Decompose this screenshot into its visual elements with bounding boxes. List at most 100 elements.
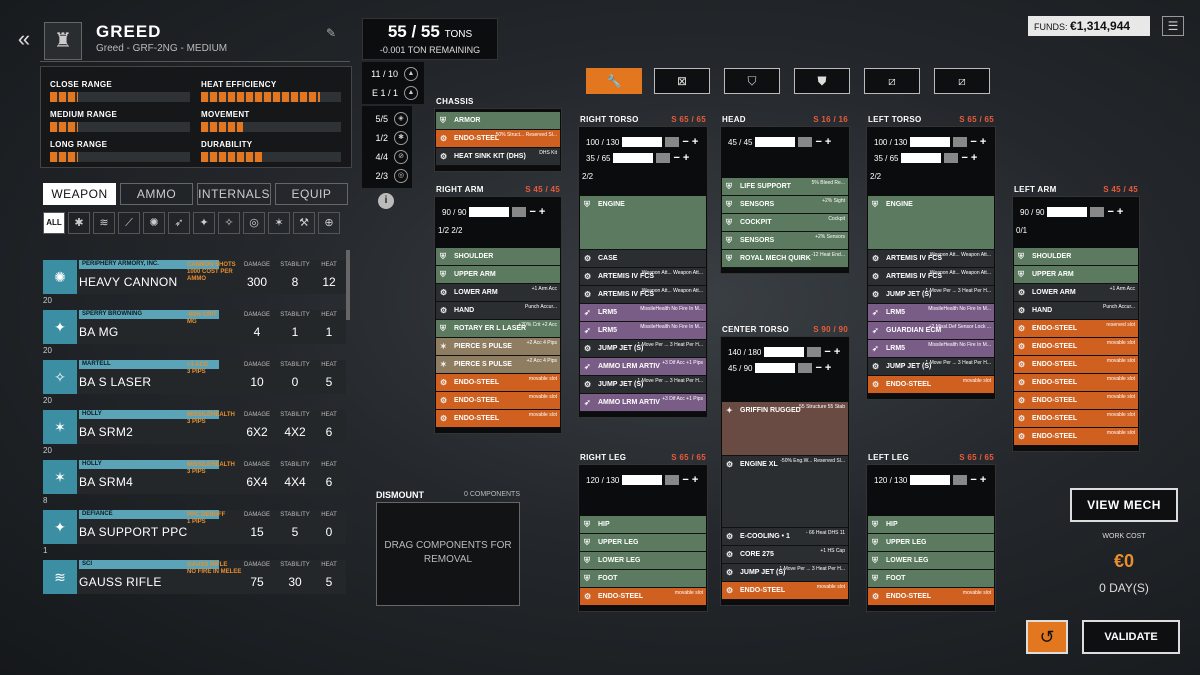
slot-item[interactable]: ⛨SENSORS+2% Sight [722,196,848,214]
dismount-dropzone[interactable]: DRAG COMPONENTS FOR REMOVAL [376,502,520,606]
slot-item[interactable]: ⛨LOWER LEG [580,552,706,570]
armor-row[interactable]: 90 / 90−+ [442,206,546,218]
info-icon[interactable]: i [378,193,394,209]
slot-item[interactable]: ⚙CORE 275+1 HS Cap [722,546,848,564]
armor-row[interactable]: 120 / 130−+ [874,474,987,486]
plus-icon[interactable]: + [691,474,699,486]
filter-target-icon[interactable]: ◎ [243,212,265,234]
strip-all-icon[interactable]: ⧄ [864,68,920,94]
armor-row[interactable]: 90 / 90−+ [1020,206,1124,218]
minus-icon[interactable]: − [970,136,977,148]
minus-icon[interactable]: − [815,136,822,148]
filter-laser-icon[interactable]: ⟋ [118,212,140,234]
slot-item[interactable]: ✶PIERCE S PULSE+2 Acc 4 Pips [436,356,560,374]
armor-row[interactable]: 35 / 65−+ [874,152,978,164]
filter-support-icon[interactable]: ✦ [193,212,215,234]
slot-item[interactable]: ⛨FOOT [580,570,706,588]
filter-artillery-icon[interactable]: ⚒ [293,212,315,234]
plus-icon[interactable]: + [824,136,832,148]
slot-item[interactable]: ⛨SHOULDER [436,248,560,266]
slot-item[interactable]: ⚙JUMP JET (S)1 Move Per ... 3 Heat Per H… [722,564,848,582]
slot-item[interactable]: ⛨HIP [580,516,706,534]
tab-weapon[interactable]: WEAPON [43,183,117,205]
list-item[interactable]: ✺ PERIPHERY ARMORY, INC. HEAVY CANNON CA… [43,240,346,294]
tab-internals[interactable]: INTERNALS [197,183,271,205]
armor-row[interactable]: 45 / 45−+ [728,136,832,148]
view-mech-button[interactable]: VIEW MECH [1070,488,1178,522]
edit-icon[interactable]: ✎ [326,26,337,40]
minus-icon[interactable]: − [961,152,968,164]
filter-flamer-icon[interactable]: ✧ [218,212,240,234]
slot-item[interactable]: ⚙CASE [580,250,706,268]
plus-icon[interactable]: + [1116,206,1124,218]
strip-armor-icon[interactable]: ⊠ [654,68,710,94]
slot-item[interactable]: ⚙E-COOLING • 1- 66 Heat DHS 11 [722,528,848,546]
slot-item[interactable]: ⛨UPPER LEG [868,534,994,552]
plus-icon[interactable]: + [970,152,978,164]
armor-row[interactable]: 45 / 90−+ [728,362,832,374]
shield-icon[interactable]: ⛊ [794,68,850,94]
plus-icon[interactable]: + [979,474,987,486]
slot-item[interactable]: ⛨ROTARY ER L LASER+20% Crit +2 Acc [436,320,560,338]
wrench-icon[interactable]: 🔧 [586,68,642,94]
validate-button[interactable]: VALIDATE [1082,620,1180,654]
tab-equip[interactable]: EQUIP [274,183,348,205]
filter-rocket-icon[interactable]: ➶ [168,212,190,234]
slot-item[interactable]: ⛨FOOT [868,570,994,588]
plus-icon[interactable]: + [682,152,690,164]
minus-icon[interactable]: − [682,136,689,148]
slot-item[interactable]: ⛨ROYAL MECH QUIRK-12 Heat End... [722,250,848,268]
minus-icon[interactable]: − [1107,206,1114,218]
minus-icon[interactable]: − [682,474,689,486]
filter-ballistic-icon[interactable]: ✱ [68,212,90,234]
slot-item[interactable]: ⛨SENSORS+2% Sensors [722,232,848,250]
minus-icon[interactable]: − [970,474,977,486]
slot-item[interactable]: ⛨HIP [868,516,994,534]
armor-row[interactable]: 35 / 65−+ [586,152,690,164]
slot-item[interactable]: ⚙HEAT SINK KIT (DHS)DHS Kit [436,148,560,166]
slot-item[interactable]: ➶GUARDIAN ECM+2 Missl.Def Sensor Lock ..… [868,322,994,340]
minus-icon[interactable]: − [815,362,822,374]
strip-shield-icon[interactable]: ⛉ [724,68,780,94]
armor-row[interactable]: 140 / 180−+ [728,346,841,358]
slot-item[interactable]: ⚙JUMP JET (S)1 Move Per ... 3 Heat Per H… [580,340,706,358]
strip-all-2-icon[interactable]: ⧄ [934,68,990,94]
slot-item[interactable]: ⛨SHOULDER [1014,248,1138,266]
minus-icon[interactable]: − [529,206,536,218]
slot-item[interactable]: ➶AMMO LRM ARTIV+3 Dif Acc +1 Pips [580,358,706,376]
menu-icon[interactable]: ☰ [1162,16,1184,36]
slot-item[interactable]: ⚙LOWER ARM+1 Arm Acc [436,284,560,302]
slot-item[interactable]: ⚙JUMP JET (S)1 Move Per ... 3 Heat Per H… [580,376,706,394]
slot-item[interactable]: ⚙JUMP JET (S)1 Move Per ... 3 Heat Per H… [868,358,994,376]
slot-item[interactable]: ⛨UPPER LEG [580,534,706,552]
slot-item[interactable]: ⛨ENGINE [580,196,706,250]
plus-icon[interactable]: + [833,346,841,358]
minus-icon[interactable]: − [824,346,831,358]
slot-item[interactable]: ⚙LOWER ARM+1 Arm Acc [1014,284,1138,302]
armor-row[interactable]: 100 / 130−+ [586,136,699,148]
armor-row[interactable]: 120 / 130−+ [586,474,699,486]
slot-item[interactable]: ✶PIERCE S PULSE+2 Acc 4 Pips [436,338,560,356]
